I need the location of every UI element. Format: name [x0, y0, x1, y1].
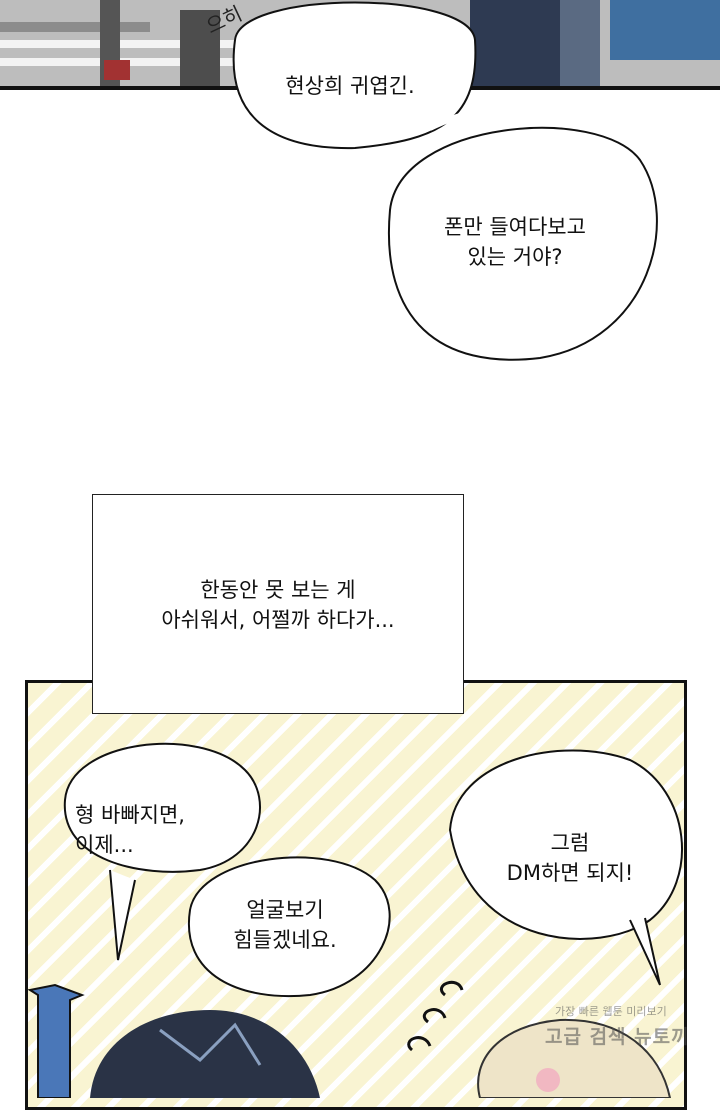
bubble-left2: 얼굴보기 힘들겠네요.: [195, 895, 375, 955]
bubble-line: 힘들겠네요.: [233, 928, 337, 952]
bubble-line: 얼굴보기: [246, 898, 324, 922]
bubble-line: 현상희 귀엽긴.: [285, 74, 415, 98]
narration-line: 한동안 못 보는 게: [200, 578, 356, 602]
bubble-line: 그럼: [550, 831, 590, 855]
bubble-line: DM하면 되지!: [506, 861, 634, 885]
bubble-top1: 현상희 귀엽긴.: [250, 71, 450, 101]
bubble-line: 이제...: [75, 833, 134, 857]
narration-box: [92, 494, 464, 714]
narration-line: 아쉬워서, 어쩔까 하다가...: [161, 608, 395, 632]
bubble-line: 있는 거야?: [467, 245, 563, 269]
bubble-line: 폰만 들여다보고: [444, 215, 586, 239]
watermark-large: 고급 검색 뉴토끼: [545, 1026, 690, 1048]
bubble-left1: 형 바빠지면, 이제...: [75, 800, 245, 860]
narration-text: 한동안 못 보는 게 아쉬워서, 어쩔까 하다가...: [92, 575, 464, 635]
watermark-small: 가장 빠른 웹툰 미리보기: [555, 1005, 667, 1018]
bubble-right: 그럼 DM하면 되지!: [465, 828, 675, 888]
top-bubbles-shape: [232, 1, 658, 361]
bubble-line: 형 바빠지면,: [75, 803, 185, 827]
bubble-top2: 폰만 들여다보고 있는 거야?: [405, 212, 625, 272]
